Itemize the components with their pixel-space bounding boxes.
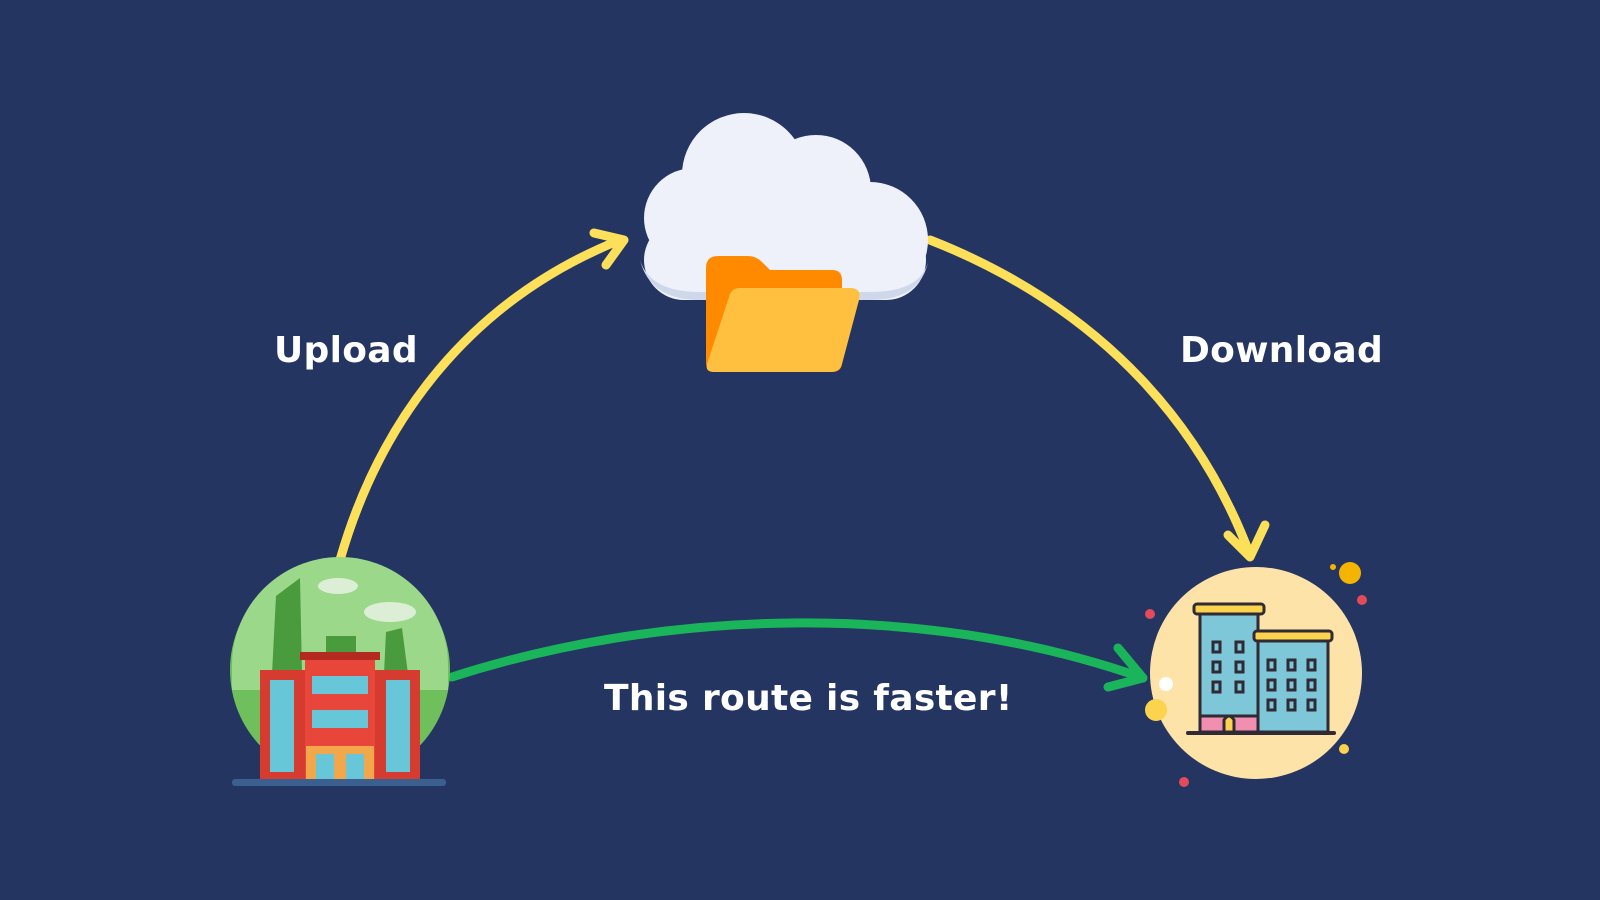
upload-label: Upload (274, 330, 418, 371)
direct-route-arrow (447, 618, 1148, 692)
folder-icon (706, 256, 860, 372)
office-building-icon (230, 557, 450, 786)
upload-arrow (335, 228, 629, 565)
faster-route-label: This route is faster! (604, 678, 1013, 719)
download-arrow (925, 235, 1270, 562)
download-label: Download (1180, 330, 1384, 371)
apartment-building-icon (1145, 562, 1367, 787)
